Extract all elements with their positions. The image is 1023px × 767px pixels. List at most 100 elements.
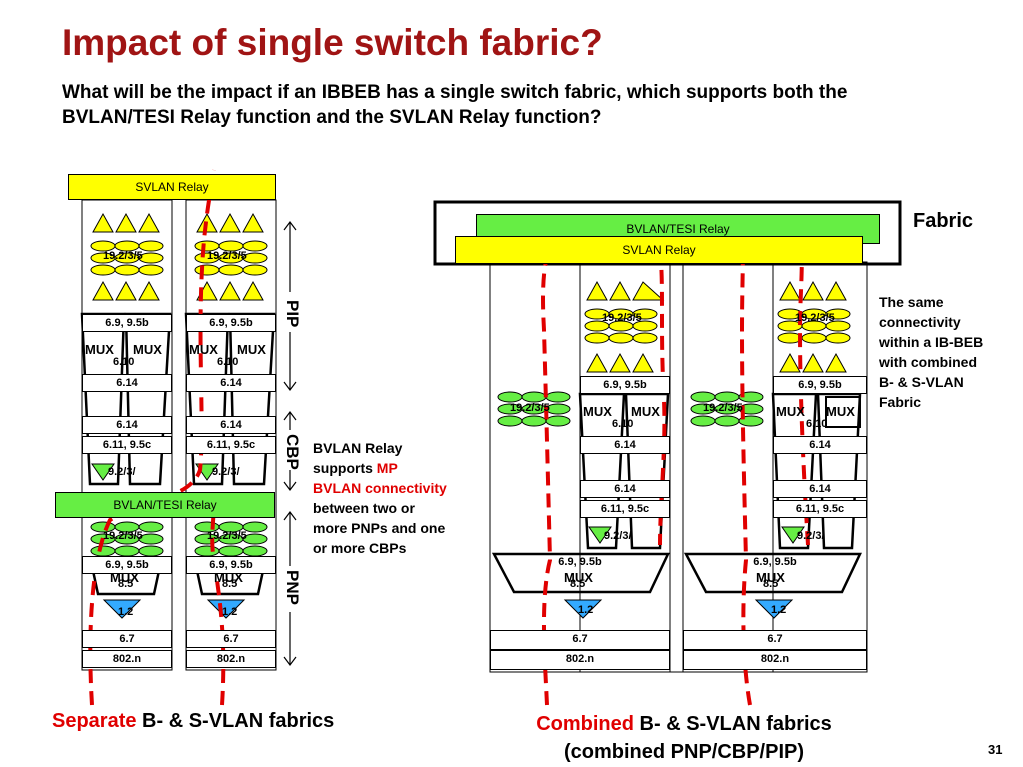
right2-mux-c: MUX [756,570,785,585]
right1-69: 6.9, 9.5b [580,376,670,394]
right1-mux-b: MUX [631,404,660,419]
left2-mux-c: MUX [214,570,243,585]
right1-mux-a: MUX [583,404,612,419]
right1-614b: 6.14 [580,480,670,498]
fabric-note: The same connectivity within a IB-BEB wi… [879,292,983,412]
right2-mux-a: MUX [776,404,805,419]
left2-85: 8.5 [222,578,238,590]
left2-19235b: 19.2/3/5 [207,530,247,542]
left-svlan-relay: SVLAN Relay [68,174,276,200]
caption-left-black: B- & S-VLAN fabrics [136,710,335,732]
left2-mux-a: MUX [189,342,218,357]
bvlan-note-line5: more PNPs and one [313,520,446,536]
ovals-yellow [90,240,851,344]
right2-12: 1.2 [771,604,787,616]
left2-614b: 6.14 [186,416,276,434]
left2-19235: 19.2/3/5 [207,250,247,262]
right1-67: 6.7 [490,630,670,650]
cbp-label: CBP [283,434,302,470]
page-title: Impact of single switch fabric? [62,22,603,63]
right1-12: 1.2 [578,604,594,616]
fabric-note-line2: connectivity [879,314,961,330]
right1-802: 802.n [490,650,670,670]
right2-611: 6.11, 9.5c [773,500,867,518]
right1-mux-c: MUX [564,570,593,585]
right-svlan-relay: SVLAN Relay [455,236,863,264]
bvlan-note-line4: between two or [313,500,415,516]
bvlan-note-line2: supports MP [313,458,447,478]
left1-19235b: 19.2/3/5 [103,530,143,542]
left1-mux-b: MUX [133,342,162,357]
caption-right-red: Combined [536,713,634,735]
right2-923: 9.2/3/ [797,530,825,542]
left2-614a: 6.14 [186,374,276,392]
right2-614b: 6.14 [773,480,867,498]
bvlan-note-line1: BVLAN Relay [313,440,403,456]
left1-mux-a: MUX [85,342,114,357]
left1-923: 9.2/3/ [108,466,136,478]
right1-19235: 19.2/3/5 [510,402,550,414]
right1-69b: 6.9, 9.5b [558,556,602,568]
fabric-note-line1: The same [879,294,944,310]
caption-left: Separate B- & S-VLAN fabrics [52,710,334,733]
left2-mux-b: MUX [237,342,266,357]
right1-611: 6.11, 9.5c [580,500,670,518]
right2-802: 802.n [683,650,867,670]
right1-614a: 6.14 [580,436,670,454]
left2-923: 9.2/3/ [212,466,240,478]
left2-611: 6.11, 9.5c [186,436,276,454]
left1-85: 8.5 [118,578,134,590]
triangles-down-blue [102,599,794,619]
right1-19235s: 19.2/3/5 [602,312,642,324]
caption-right-line2: (combined PNP/CBP/PIP) [563,741,805,763]
caption-right: Combined B- & S-VLAN fabrics (combined P… [500,710,868,766]
left2-802: 802.n [186,650,276,668]
fabric-note-line4: with combined [879,354,977,370]
left1-69b: 6.9, 9.5b [82,556,172,574]
right2-610: 6.10 [806,418,828,430]
right2-19235: 19.2/3/5 [703,402,743,414]
bvlan-note: BVLAN Relay supports MP BVLAN connectivi… [313,438,447,558]
page-subtitle: What will be the impact if an IBBEB has … [62,82,848,128]
left1-614a: 6.14 [82,374,172,392]
left-bvlan-relay: BVLAN/TESI Relay [55,492,275,518]
triangles-down-green [91,463,805,544]
right2-614a: 6.14 [773,436,867,454]
left1-610: 6.10 [113,356,135,368]
caption-left-red: Separate [52,710,137,732]
left1-802: 802.n [82,650,172,668]
bvlan-note-line2a: supports [313,460,377,476]
left1-12: 1.2 [118,606,134,618]
fabric-note-line5: B- & S-VLAN [879,374,964,390]
left2-67: 6.7 [186,630,276,648]
left2-12: 1.2 [222,606,238,618]
left1-69: 6.9, 9.5b [82,314,172,332]
right2-85: 8.5 [763,578,779,590]
triangles-up-left [92,212,847,373]
left2-610: 6.10 [217,356,239,368]
right2-19235s: 19.2/3/5 [795,312,835,324]
bvlan-note-line3: BVLAN connectivity [313,480,447,496]
left2-69b: 6.9, 9.5b [186,556,276,574]
right1-85: 8.5 [570,578,586,590]
right2-69b: 6.9, 9.5b [753,556,797,568]
page-number: 31 [988,742,1003,757]
left1-67: 6.7 [82,630,172,648]
pip-label: PIP [283,300,302,328]
right1-923: 9.2/3/ [604,530,632,542]
pnp-label: PNP [283,570,302,605]
bvlan-note-line6: or more CBPs [313,540,407,556]
left1-mux-c: MUX [110,570,139,585]
ovals-green [90,391,764,557]
right1-610: 6.10 [612,418,634,430]
fabric-box [433,200,902,266]
left1-611: 6.11, 9.5c [82,436,172,454]
right2-67: 6.7 [683,630,867,650]
fabric-note-line6: Fabric [879,394,922,410]
fabric-note-line3: within a IB-BEB [879,334,984,350]
right2-69: 6.9, 9.5b [773,376,867,394]
caption-right-black: B- & S-VLAN fabrics [633,713,832,735]
bvlan-note-mp: MP [376,460,398,476]
left1-19235: 19.2/3/5 [103,250,143,262]
side-arrows [283,221,297,666]
